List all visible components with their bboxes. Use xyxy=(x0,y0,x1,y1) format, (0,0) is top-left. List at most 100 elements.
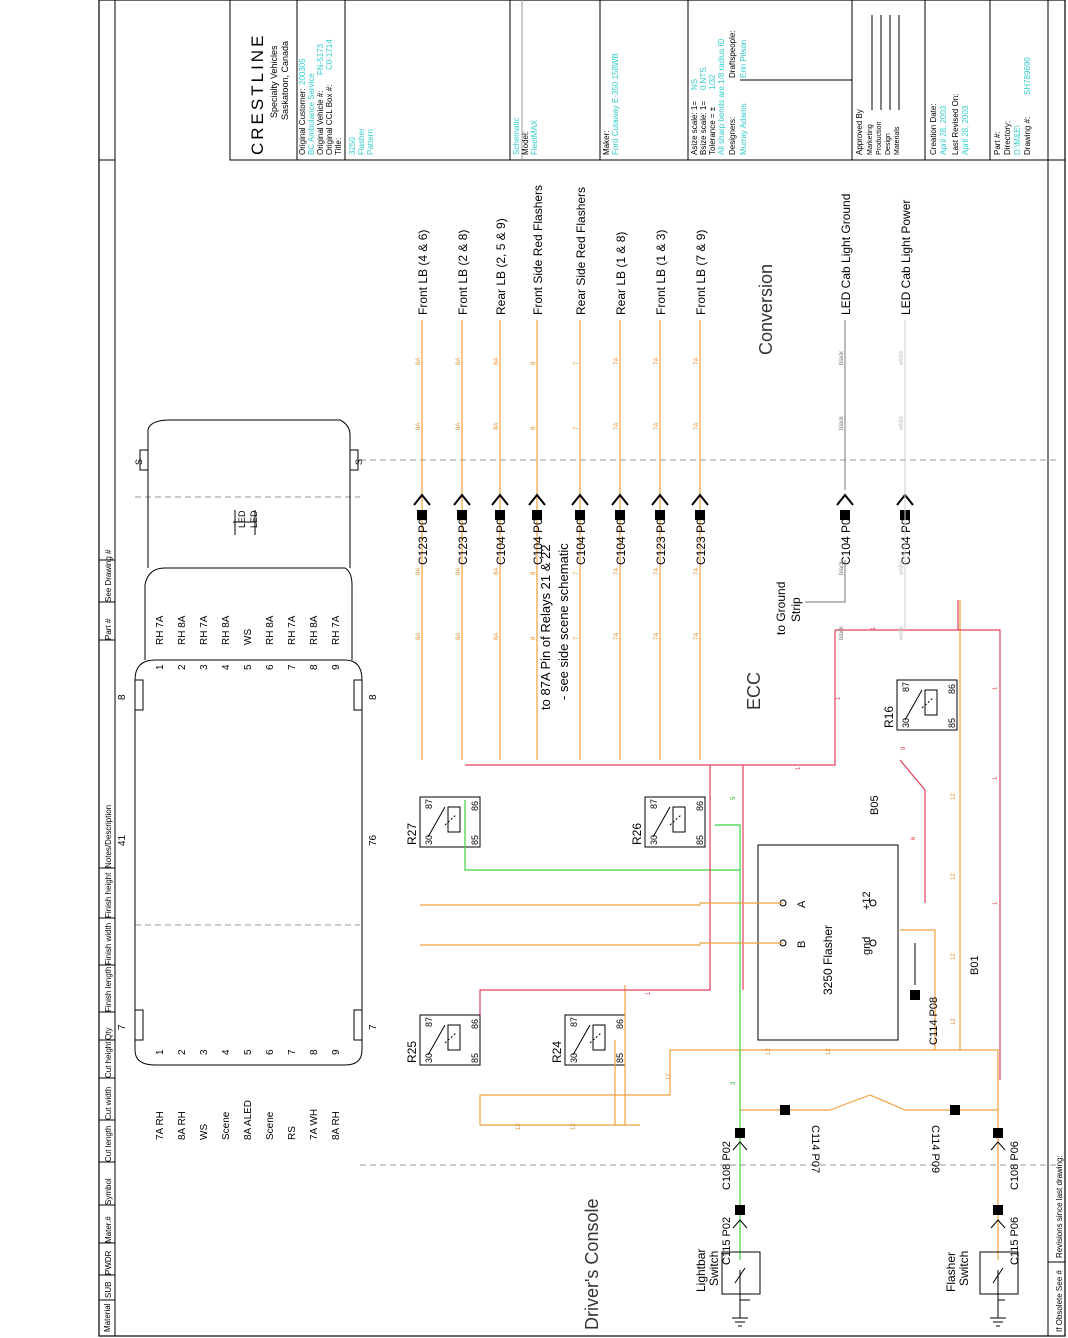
rear-position-label: 7A WH xyxy=(309,1109,320,1140)
relay-pin-30: 30 xyxy=(901,718,911,728)
table-header-2: Mater.# xyxy=(104,1216,113,1243)
wire-tag: white xyxy=(899,560,905,576)
conn-c114-p07: C114 P07 xyxy=(809,1125,821,1173)
table-header-8: Finish length xyxy=(104,967,113,1012)
wire-tag: 1 xyxy=(796,766,802,770)
side-mark-s1: S xyxy=(134,459,144,465)
bsize-label: Bsize scale: 1= xyxy=(699,101,708,155)
flasher-terminal-gnd: gnd xyxy=(861,937,873,955)
wire-tag: 8A xyxy=(494,358,500,365)
wire-tag: 7 xyxy=(574,426,580,430)
approval-marketing: Marketing xyxy=(867,124,874,155)
maker-value: Ford Cutaway E-350 158WB xyxy=(611,53,620,155)
table-header-13: See Drawing # xyxy=(104,549,113,602)
side-mark-s2: S xyxy=(354,459,364,465)
output-label: Rear LB (2, 5 & 9) xyxy=(494,218,508,315)
directory-value: D:\M&E\ xyxy=(1013,124,1022,155)
vehicle-value: FN-5173 xyxy=(316,43,325,75)
wire-tag: 1 xyxy=(993,686,999,690)
side-mark-41: 41 xyxy=(117,834,128,846)
wire-tag: 9 xyxy=(901,746,907,750)
wire-tag: 7 xyxy=(574,571,580,575)
flasher-terminal-plus12: +12 xyxy=(861,891,873,910)
wire-tag: 12 xyxy=(666,1073,672,1080)
conn-c115-p02: C115 P02 xyxy=(721,1217,733,1265)
output-label: Front LB (2 & 8) xyxy=(456,230,470,315)
wire-tag: white xyxy=(899,625,905,641)
wire-tag: black xyxy=(839,560,845,575)
rear-position-label: WS xyxy=(199,1124,210,1140)
rear-position-number: 4 xyxy=(221,1049,232,1055)
output-connector: C104 P04 xyxy=(531,511,545,565)
wire-tag: 8A xyxy=(416,358,422,365)
side-mark-8b: 8 xyxy=(368,694,379,700)
creation-date: April 28, 2003 xyxy=(939,105,948,155)
wire-tag: 12 xyxy=(951,1018,957,1025)
output-connector: C123 P01 xyxy=(654,511,668,565)
last-revised: April 28, 2003 xyxy=(961,105,970,155)
wire-tag: 12 xyxy=(826,1048,832,1055)
wire-tags: 8A8A8A8A8A8A8A8A8A8A8A8A888877777A7A7A7A… xyxy=(416,350,999,1130)
flasher-terminal-b: B xyxy=(796,941,808,948)
front-position-label: RH 7A xyxy=(155,615,166,645)
section-ecc: ECC xyxy=(744,672,764,710)
wire-tag: 7 xyxy=(574,361,580,365)
wire-tag: 8A xyxy=(456,423,462,430)
wire-tag: 5 xyxy=(731,796,737,800)
wire-tag: 1 xyxy=(836,696,842,700)
rear-position-label: 7A RH xyxy=(155,1111,166,1140)
customer-label: Original Customer: xyxy=(298,88,307,155)
relay-pin-86: 86 xyxy=(947,684,957,694)
front-position-label: RH 8A xyxy=(221,615,232,645)
wire-tag: 8A xyxy=(494,423,500,430)
wire-tag: 7A xyxy=(614,358,620,365)
wire-tag: 7A xyxy=(654,423,660,430)
front-position-number: 4 xyxy=(221,664,232,670)
wire-tag: white xyxy=(899,350,905,366)
lightbar-switch-label-2: Switch xyxy=(707,1251,721,1286)
connectors-console: C108 P02 C108 P06 C115 P02 C115 P06 C114… xyxy=(694,795,1021,1327)
schematic-label: Schematic xyxy=(512,118,521,155)
front-position-label: WS xyxy=(243,629,254,645)
wire-tag: 7A xyxy=(694,423,700,430)
rear-position-number: 1 xyxy=(155,1049,166,1055)
flasher-terminal-a: A xyxy=(796,900,808,908)
wire-tag: 7A xyxy=(694,568,700,575)
drawing-label: Drawing #: xyxy=(1023,117,1032,155)
wire-tag: 12 xyxy=(766,1048,772,1055)
output-label: Front LB (7 & 9) xyxy=(694,230,708,315)
rear-position-number: 9 xyxy=(331,1049,342,1055)
drawing-frame xyxy=(98,0,1066,1337)
wire-tag: 7A xyxy=(614,568,620,575)
front-position-number: 2 xyxy=(177,664,188,670)
designers-label: Designers: xyxy=(728,117,737,155)
wire-tag: 7A xyxy=(654,358,660,365)
approval-materials: Materials xyxy=(894,126,901,155)
relay-note-2: - see side scene schematic xyxy=(556,543,571,700)
front-position-number: 5 xyxy=(243,664,254,670)
side-mark-8a: 8 xyxy=(117,694,128,700)
output-connector: C104 P05 xyxy=(494,511,508,565)
flasher-name: 3250 Flasher xyxy=(821,925,835,995)
wire-tag: 12 xyxy=(951,873,957,880)
tolerance-label: Tolerance = ± xyxy=(708,106,717,155)
wire-tag: 7A xyxy=(654,633,660,640)
wire-tag: 1 xyxy=(993,901,999,905)
wire-tag: 8A xyxy=(456,568,462,575)
rear-position-number: 8 xyxy=(309,1049,320,1055)
company-logo: CRESTLINE xyxy=(248,33,267,155)
output-connector: C123 P02 xyxy=(694,511,708,565)
rear-position-number: 7 xyxy=(287,1049,298,1055)
rear-position-number: 6 xyxy=(265,1049,276,1055)
relay-pin-30: 30 xyxy=(649,835,659,845)
rear-position-number: 2 xyxy=(177,1049,188,1055)
table-header-11: Notes/Description xyxy=(104,805,113,868)
title-block: CRESTLINE Specialty Vehicles Saskatoon, … xyxy=(229,0,1066,161)
wire-tag: 8A xyxy=(456,633,462,640)
wire-tag: white xyxy=(899,415,905,431)
relay-label: R24 xyxy=(550,1041,564,1063)
